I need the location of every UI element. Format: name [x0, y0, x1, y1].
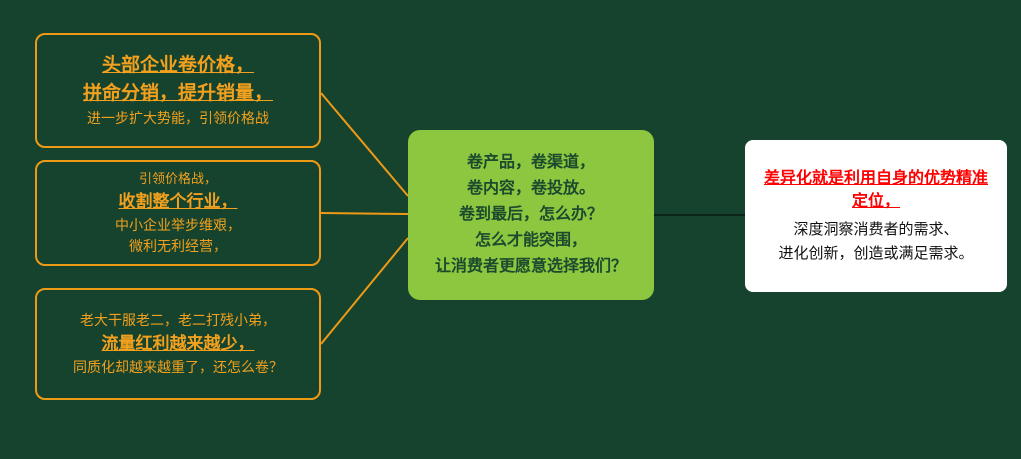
node-text-line: 卷产品，卷渠道，	[466, 154, 595, 171]
node-text-line: 让消费者更愿意选择我们？	[434, 258, 627, 275]
node-text-line: 引领价格战，	[138, 171, 217, 186]
node-text-line: 深度洞察消费者的需求、	[793, 220, 959, 238]
node-text-line: 收割整个行业，	[118, 192, 238, 211]
node-text-line: 头部企业卷价格，	[101, 55, 254, 76]
connector-middle-left	[320, 212, 409, 215]
node-text-line: 进一步扩大势能，引领价格战	[87, 110, 269, 126]
cause-node-traffic-dividend[interactable]: 老大干服老二，老二打残小弟， 流量红利越来越少， 同质化却越来越重了，还怎么卷？	[35, 288, 321, 400]
question-node-involution[interactable]: 卷产品，卷渠道， 卷内容，卷投放。 卷到最后，怎么办？ 怎么才能突围， 让消费者…	[408, 130, 654, 300]
node-text-line: 微利无利经营，	[129, 238, 227, 254]
node-text-line: 怎么才能突围，	[474, 232, 587, 249]
connector-bottom-left	[320, 237, 409, 345]
node-text-line: 拼命分销，提升销量，	[82, 83, 273, 104]
answer-title: 差异化就是利用自身的优势精准定位，	[763, 169, 988, 210]
cause-node-price-war[interactable]: 头部企业卷价格， 拼命分销，提升销量， 进一步扩大势能，引领价格战	[35, 33, 321, 148]
node-text-line: 卷到最后，怎么办？	[458, 206, 603, 223]
node-text-line: 老大干服老二，老二打残小弟，	[80, 312, 276, 328]
node-text-line: 卷内容，卷投放。	[466, 180, 595, 197]
node-text-line: 中小企业举步维艰，	[115, 217, 241, 233]
answer-node-differentiation[interactable]: 差异化就是利用自身的优势精准定位， 深度洞察消费者的需求、 进化创新，创造或满足…	[745, 140, 1007, 292]
cause-node-industry-harvest[interactable]: 引领价格战， 收割整个行业， 中小企业举步维艰， 微利无利经营，	[35, 160, 321, 266]
node-text-line: 进化创新，创造或满足需求。	[778, 244, 974, 262]
node-text-line: 流量红利越来越少，	[101, 334, 255, 353]
answer-body: 深度洞察消费者的需求、 进化创新，创造或满足需求。	[778, 218, 973, 266]
connector-top-left	[320, 92, 409, 197]
node-text-line: 同质化却越来越重了，还怎么卷？	[73, 359, 283, 375]
